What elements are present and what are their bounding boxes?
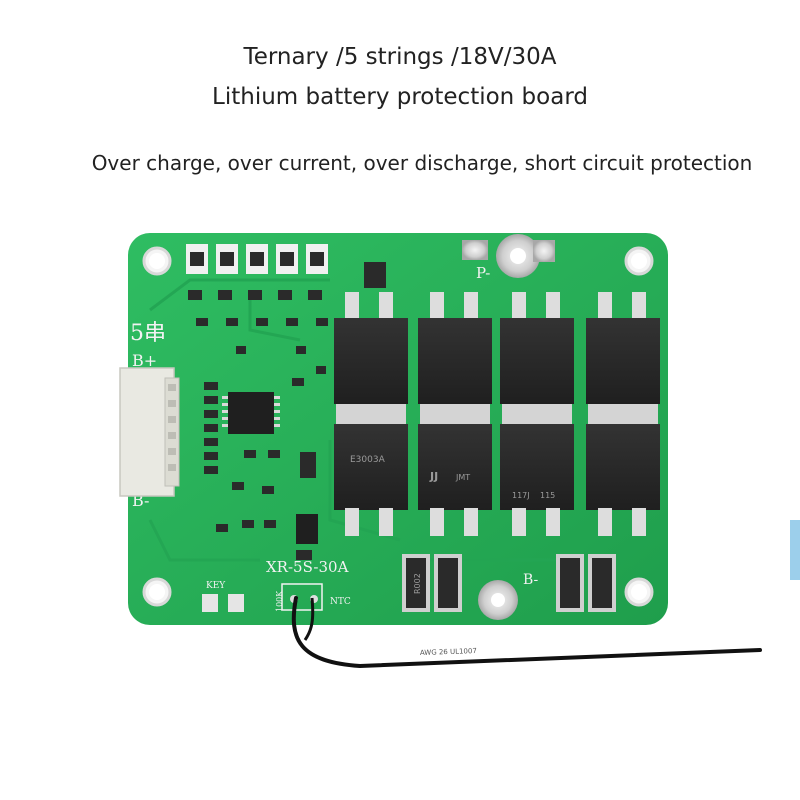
ntc-wire	[291, 596, 762, 669]
mosfet-maker-marking: JMT	[455, 473, 470, 482]
b-plus-label: B+	[132, 351, 157, 370]
mounting-holes	[142, 246, 654, 607]
board-photo: P- B- 5串 B+ B-	[119, 233, 800, 669]
title-line-1: Ternary /5 strings /18V/30A	[243, 44, 557, 70]
balance-components	[188, 290, 328, 374]
mosfet-markings: E3003A JJ JMT 117J 115	[350, 455, 555, 500]
resistor-array	[204, 378, 318, 560]
ntc-label: NTC	[330, 597, 351, 607]
features-subtitle: Over charge, over current, over discharg…	[91, 151, 753, 175]
p-minus-label: P-	[476, 264, 490, 282]
key-label: KEY	[206, 581, 226, 591]
mosfet-code-marking: 115	[540, 491, 555, 500]
shunt-resistors	[402, 554, 616, 612]
mosfet-brand-marking: JJ	[429, 470, 438, 483]
b-minus-label: B-	[523, 572, 539, 588]
model-label: XR-5S-30A	[266, 558, 349, 576]
p-minus-pad	[462, 234, 555, 278]
resistor-label: 100K	[275, 590, 284, 612]
shunt-marking: R002	[413, 573, 422, 594]
mosfet-part-marking: E3003A	[350, 455, 386, 465]
title-line-2: Lithium battery protection board	[212, 84, 588, 110]
mosfet-batch-marking: 117J	[512, 491, 530, 500]
key-pads	[202, 594, 244, 612]
b-minus-pad	[478, 580, 518, 620]
mosfet-array	[334, 292, 660, 536]
balance-connector	[119, 367, 180, 497]
protection-ic	[222, 392, 280, 434]
wire-marking: AWG 26 UL1007	[420, 647, 477, 657]
ntc-outline	[281, 583, 323, 611]
copper-traces	[148, 278, 560, 562]
top-smd-row	[186, 244, 386, 288]
cell-count-label: 5串	[130, 321, 166, 346]
